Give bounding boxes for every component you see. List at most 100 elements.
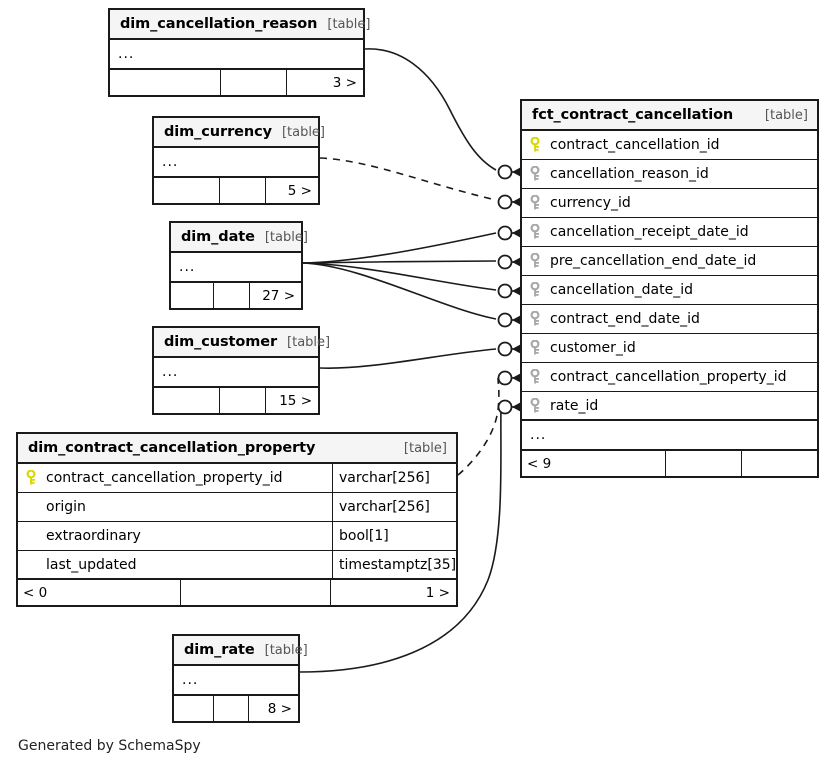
table-row[interactable]: origin varchar[256] <box>18 493 456 522</box>
column-cell: cancellation_receipt_date_id <box>522 224 817 240</box>
table-tag: [table] <box>264 642 308 658</box>
table-ellipsis: ... <box>154 148 318 178</box>
table-footer: < 0 1 > <box>18 580 456 605</box>
table-title: dim_rate [table] <box>174 636 308 666</box>
column-name: last_updated <box>46 556 137 573</box>
table-name: dim_currency <box>164 124 272 140</box>
foreign-key-icon <box>530 340 544 356</box>
table-row[interactable]: contract_cancellation_property_id varcha… <box>18 464 456 493</box>
footer-middle <box>221 70 287 95</box>
table-dim-cancellation-reason[interactable]: dim_cancellation_reason [table] ... 3 > <box>108 8 370 97</box>
footer-right <box>742 451 817 476</box>
column-cell: contract_end_date_id <box>522 311 817 327</box>
footer-middle <box>214 283 250 308</box>
table-row[interactable]: pre_cancellation_end_date_id <box>522 247 817 276</box>
column-cell: rate_id <box>522 397 817 414</box>
table-tag: [table] <box>327 16 371 32</box>
column-name: contract_cancellation_id <box>550 137 720 153</box>
column-cell: origin <box>18 499 332 515</box>
table-dim-customer[interactable]: dim_customer [table] ... 15 > <box>152 326 330 415</box>
column-cell: last_updated <box>18 557 332 573</box>
table-footer: < 9 <box>522 451 817 476</box>
column-name: cancellation_receipt_date_id <box>550 224 749 240</box>
column-type: varchar[256] <box>332 464 456 492</box>
table-footer: 3 > <box>110 70 363 95</box>
column-name: pre_cancellation_end_date_id <box>550 253 757 269</box>
table-ellipsis: ... <box>154 358 318 388</box>
footer-right: 15 > <box>279 392 312 409</box>
foreign-key-icon <box>530 369 544 385</box>
column-cell: contract_cancellation_property_id <box>18 470 332 486</box>
footer-middle <box>181 580 331 605</box>
footer-right: 8 > <box>267 700 292 717</box>
table-ellipsis: ... <box>171 253 301 283</box>
table-tag: [table] <box>264 229 308 245</box>
table-footer: 27 > <box>171 283 301 308</box>
column-type: bool[1] <box>332 522 456 550</box>
column-name: origin <box>46 499 86 515</box>
footer-right: 1 > <box>425 584 450 601</box>
column-name: contract_end_date_id <box>550 311 700 327</box>
table-fct-contract-cancellation[interactable]: fct_contract_cancellation [table] contra… <box>520 99 819 478</box>
foreign-key-icon <box>530 224 544 240</box>
footer-middle <box>214 696 249 721</box>
table-dim-date[interactable]: dim_date [table] ... 27 > <box>169 221 308 310</box>
column-cell: currency_id <box>522 195 817 211</box>
table-dim-rate[interactable]: dim_rate [table] ... 8 > <box>172 634 308 723</box>
table-row[interactable]: cancellation_date_id <box>522 276 817 305</box>
footer-right: 3 > <box>332 74 357 91</box>
column-name: contract_cancellation_property_id <box>46 470 283 486</box>
table-row[interactable]: last_updated timestamptz[35] <box>18 551 456 580</box>
foreign-key-icon <box>530 282 544 298</box>
table-name: dim_customer <box>164 334 278 350</box>
table-row[interactable]: extraordinary bool[1] <box>18 522 456 551</box>
generated-by-note: Generated by SchemaSpy <box>18 738 201 754</box>
column-type: timestamptz[35] <box>332 551 456 578</box>
table-ellipsis: ... <box>110 40 363 70</box>
edge-date-cancellation <box>302 262 497 291</box>
foreign-key-icon <box>530 397 544 414</box>
foreign-key-icon <box>530 253 544 269</box>
table-row[interactable]: contract_cancellation_id <box>522 131 817 160</box>
footer-middle <box>220 388 266 413</box>
edge-currency <box>319 157 497 201</box>
column-cell: contract_cancellation_id <box>522 137 817 153</box>
foreign-key-icon <box>530 311 544 327</box>
table-name: dim_rate <box>184 642 255 658</box>
edge-cancellation-property <box>457 377 500 476</box>
footer-right: 5 > <box>287 182 312 199</box>
table-title: dim_contract_cancellation_property [tabl… <box>18 434 456 464</box>
table-row[interactable]: cancellation_reason_id <box>522 160 817 189</box>
table-name: dim_date <box>181 229 255 245</box>
table-footer: 8 > <box>174 696 298 721</box>
table-row[interactable]: contract_cancellation_property_id <box>522 363 817 392</box>
footer-middle <box>666 451 742 476</box>
edge-date-receipt <box>302 232 497 264</box>
table-footer: 5 > <box>154 178 318 203</box>
column-name: cancellation_reason_id <box>550 166 709 182</box>
table-row[interactable]: contract_end_date_id <box>522 305 817 334</box>
table-title: dim_customer [table] <box>154 328 330 358</box>
footer-left <box>154 178 220 203</box>
foreign-key-icon <box>530 195 544 211</box>
table-name: dim_cancellation_reason <box>120 16 318 32</box>
column-name: currency_id <box>550 195 631 211</box>
column-cell: customer_id <box>522 340 817 356</box>
table-ellipsis: ... <box>522 421 817 451</box>
column-name: contract_cancellation_property_id <box>550 369 787 385</box>
column-name: customer_id <box>550 340 636 356</box>
table-tag: [table] <box>764 107 808 123</box>
footer-left: < 0 <box>18 580 181 605</box>
edge-cancellation-reason <box>364 48 497 171</box>
column-type: varchar[256] <box>332 493 456 521</box>
primary-key-icon <box>26 470 40 486</box>
footer-left: < 9 <box>522 451 666 476</box>
table-row[interactable]: customer_id <box>522 334 817 363</box>
table-row[interactable]: rate_id <box>522 392 817 421</box>
footer-left <box>154 388 220 413</box>
table-row[interactable]: cancellation_receipt_date_id <box>522 218 817 247</box>
table-dim-currency[interactable]: dim_currency [table] ... 5 > <box>152 116 325 205</box>
table-row[interactable]: currency_id <box>522 189 817 218</box>
table-dim-contract-cancellation-property[interactable]: dim_contract_cancellation_property [tabl… <box>16 432 458 607</box>
